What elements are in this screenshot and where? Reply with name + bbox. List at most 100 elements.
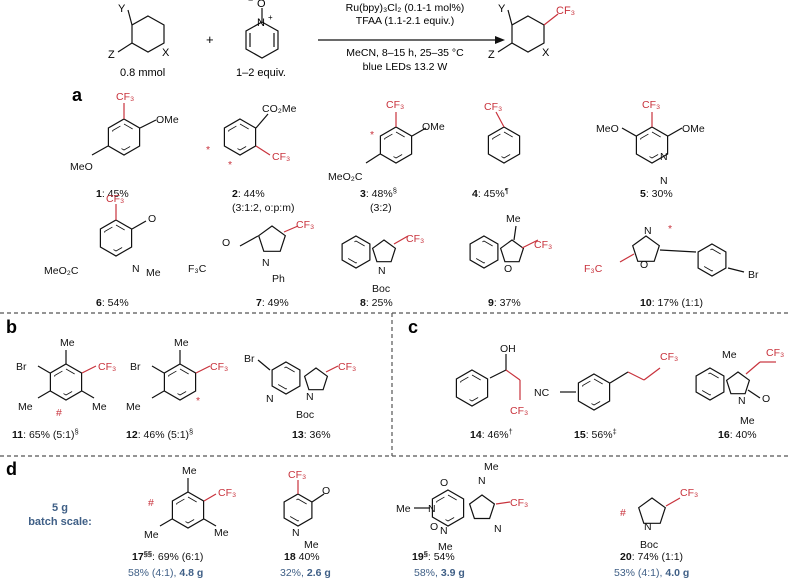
compound-5-ring-0 xyxy=(635,126,669,164)
compound-4-number: 4 xyxy=(472,188,478,200)
compound-11-bond-3 xyxy=(37,390,51,399)
section-label-a: a xyxy=(72,85,83,105)
reaction-header xyxy=(117,8,559,59)
compound-3-ratio: (3:2) xyxy=(370,202,392,214)
product-cf3: CF₃ xyxy=(556,5,575,17)
compound-13-atom-2: N xyxy=(306,391,314,403)
compound-20-atom-0: N xyxy=(644,521,652,533)
compound-15-ring-inner-0 xyxy=(582,378,606,406)
compound-10-number: 10 xyxy=(640,297,652,309)
compound-2-ring-inner-0 xyxy=(228,123,252,151)
compound-9-ring-inner-0 xyxy=(474,240,494,264)
compound-15-caption: 15: 56%‡ xyxy=(574,427,617,441)
compound-5-atom-0: CF₃ xyxy=(642,99,660,111)
compound-4-atom-0: CF₃ xyxy=(484,101,502,113)
compound-5-bond-1 xyxy=(621,127,637,137)
compound-7-bond-1 xyxy=(283,225,299,233)
compound-9-yield: : 37% xyxy=(494,297,521,309)
compound-3-number: 3 xyxy=(360,188,366,200)
compound-10-atom-3: * xyxy=(668,223,672,235)
compound-15-atom-1: CF₃ xyxy=(660,351,678,363)
compound-15-bond-3 xyxy=(643,367,661,381)
compound-13-atom-1: N xyxy=(266,393,274,405)
compound-12-yield: : 46% (5:1) xyxy=(138,429,189,441)
compound-4-caption: 4: 45%¶ xyxy=(472,186,509,200)
compound-15-yield: : 56% xyxy=(586,429,613,441)
compound-9-number: 9 xyxy=(488,297,494,309)
compound-7-number: 7 xyxy=(256,297,262,309)
compound-16-ring-0 xyxy=(695,367,725,401)
compound-19-atom-3: N xyxy=(478,475,486,487)
compound-20-bond-0 xyxy=(665,497,681,507)
compound-4-ring-inner-0 xyxy=(492,131,516,159)
compound-12-atom-2: CF₃ xyxy=(210,361,228,373)
compound-3-bond-1 xyxy=(411,127,427,137)
compound-20-yield: : 74% (1:1) xyxy=(632,551,683,563)
compound-7-atom-1: O xyxy=(222,237,230,249)
compound-6-bond-1 xyxy=(131,220,147,230)
compound-1-caption: 1: 45% xyxy=(96,188,129,200)
compound-2-atom-0: CO₂Me xyxy=(262,103,297,115)
compound-12-sup: § xyxy=(189,427,193,436)
compound-7-atom-0: F₃C xyxy=(188,263,207,275)
compound-2-yield: : 44% xyxy=(238,188,265,200)
compound-16-ring-inner-0 xyxy=(700,372,720,396)
compound-19-atom-7: N xyxy=(494,523,502,535)
conditions-line2: TFAA (1.1-2.1 equiv.) xyxy=(356,15,454,27)
compound-5-yield: : 30% xyxy=(646,188,673,200)
compound-10-atom-1: N xyxy=(644,225,652,237)
compound-9-bond-1 xyxy=(521,239,539,249)
compound-16-atom-2: O xyxy=(762,393,770,405)
compound-17-atom-0: Me xyxy=(182,465,197,477)
compound-11-caption: 11: 65% (5:1)§ xyxy=(12,427,79,441)
compound-16-atom-3: N xyxy=(738,395,746,407)
reagent-o: O xyxy=(257,0,266,10)
compound-13-atom-4: CF₃ xyxy=(338,361,356,373)
compound-17-ring-0 xyxy=(171,491,205,529)
compound-6-atom-1: O xyxy=(148,213,156,225)
compound-18-ring-0 xyxy=(283,493,313,527)
compound-1-ring-0 xyxy=(107,118,141,156)
compound-13-yield: : 36% xyxy=(304,429,331,441)
compound-13-bond-0 xyxy=(257,359,271,371)
compound-6-caption: 6: 54% xyxy=(96,297,129,309)
compound-1-atom-2: MeO xyxy=(70,161,93,173)
compound-19-number: 19 xyxy=(412,551,424,563)
reagent-amount: 1–2 equiv. xyxy=(236,67,286,79)
compound-19-caption: 19§: 54% xyxy=(412,549,455,563)
compound-2-atom-3: * xyxy=(228,159,232,171)
compound-16-caption: 16: 40% xyxy=(718,429,757,441)
compound-14-atom-1: CF₃ xyxy=(510,405,528,417)
compound-18-atom-1: O xyxy=(322,485,330,497)
compound-3-bond-2 xyxy=(365,153,381,164)
compound-18-batch-result: 32%, 2.6 g xyxy=(280,567,331,579)
compound-3-atom-2: MeO₂C xyxy=(328,171,363,183)
compound-15-bond-1 xyxy=(609,371,629,384)
compound-17-atom-2: Me xyxy=(214,527,229,539)
compound-12-atom-1: Br xyxy=(130,361,141,373)
compound-19-batch-result: 58%, 3.9 g xyxy=(414,567,465,579)
compound-18-ring-inner-0 xyxy=(288,498,308,522)
compound-11-number: 11 xyxy=(12,429,23,441)
compound-11-bond-2 xyxy=(81,390,95,399)
compound-2-ring-0 xyxy=(223,118,257,156)
compound-11-yield: : 65% (5:1) xyxy=(23,429,74,441)
compound-20-batch-mass: 4.0 g xyxy=(665,567,689,579)
compound-20-atom-2: CF₃ xyxy=(680,487,698,499)
compound-16-bond-0 xyxy=(745,361,761,375)
compound-9-ring-1 xyxy=(499,239,525,263)
compound-1-number: 1 xyxy=(96,188,102,200)
compound-10-bond-1 xyxy=(659,249,697,253)
compound-13-ring-inner-0 xyxy=(276,366,296,390)
compound-11-atom-5: # xyxy=(56,407,62,419)
compound-11-atom-0: Me xyxy=(60,337,75,349)
section-label-b: b xyxy=(6,317,17,337)
